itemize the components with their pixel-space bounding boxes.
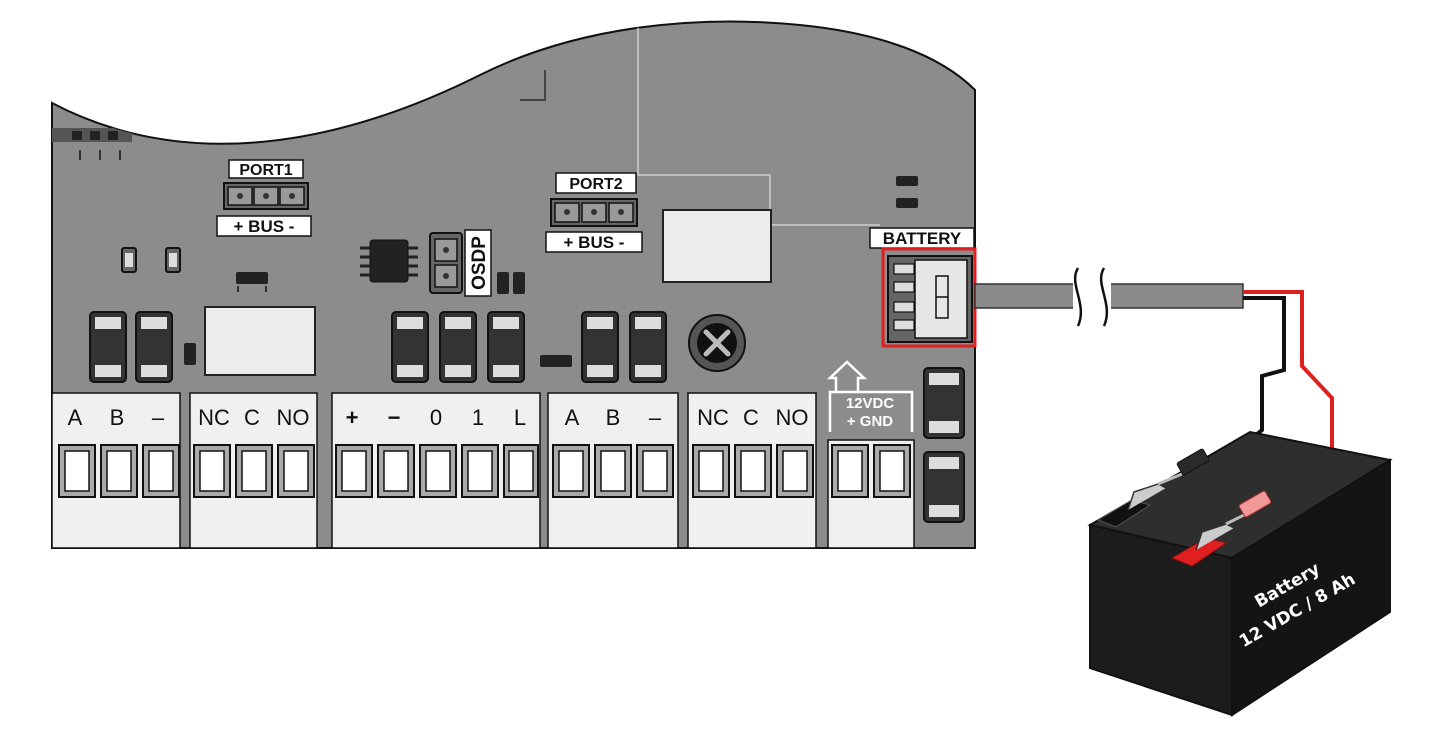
cable-break-icon bbox=[1073, 267, 1109, 327]
terminal-label: C bbox=[244, 405, 260, 430]
terminal-group-2: NC C NO bbox=[189, 392, 318, 549]
port1-bus-label: + BUS - bbox=[234, 217, 295, 236]
port2-label: PORT2 bbox=[569, 176, 622, 193]
red-connector bbox=[1238, 490, 1272, 518]
power-output-label: 12VDC + GND bbox=[826, 360, 914, 432]
terminal-label: NO bbox=[277, 405, 310, 430]
terminal-label: – bbox=[152, 405, 165, 430]
terminal-label: − bbox=[388, 405, 401, 430]
black-connector bbox=[1176, 448, 1210, 476]
vdc-polarity-label: + GND bbox=[847, 413, 893, 430]
osdp-label: OSDP bbox=[469, 236, 490, 290]
terminal-label: 0 bbox=[430, 405, 442, 430]
terminal-group-4: A B – bbox=[547, 392, 679, 549]
battery-12v: Battery 12 VDC / 8 Ah bbox=[1087, 430, 1393, 717]
battery-connector: BATTERY bbox=[869, 227, 977, 348]
terminal-label: NO bbox=[776, 405, 809, 430]
ic-chip bbox=[360, 239, 418, 283]
terminal-blocks: A B – NC C NO bbox=[51, 392, 915, 549]
terminal-group-5: NC C NO bbox=[687, 392, 817, 549]
vdc-label: 12VDC bbox=[846, 395, 895, 412]
battery-header-label: BATTERY bbox=[883, 229, 962, 248]
positive-terminal bbox=[1170, 512, 1247, 567]
terminal-label: C bbox=[743, 405, 759, 430]
terminal-label: A bbox=[565, 405, 580, 430]
terminal-label: – bbox=[649, 405, 662, 430]
terminal-group-3: + − 0 1 L bbox=[331, 392, 541, 549]
port1-label: PORT1 bbox=[239, 162, 292, 179]
diodes bbox=[89, 311, 965, 523]
mounting-screw-icon bbox=[688, 314, 746, 372]
osdp-jumper: OSDP bbox=[429, 229, 492, 297]
controller-board: PORT1 + BUS - PORT2 + BUS - bbox=[51, 20, 977, 549]
terminal-group-1: A B – bbox=[51, 392, 181, 549]
terminal-label: NC bbox=[697, 405, 729, 430]
terminal-label: B bbox=[110, 405, 125, 430]
terminal-label: + bbox=[346, 405, 359, 430]
power-arrow-icon bbox=[826, 360, 868, 392]
port2-bus-label: + BUS - bbox=[564, 233, 625, 252]
terminal-label: NC bbox=[198, 405, 230, 430]
terminal-label: L bbox=[514, 405, 526, 430]
small-components bbox=[121, 176, 918, 376]
header-pins-topleft bbox=[52, 128, 132, 160]
terminal-label: A bbox=[68, 405, 83, 430]
terminal-group-power bbox=[827, 439, 915, 549]
port1-connector: PORT1 + BUS - bbox=[216, 159, 312, 237]
negative-terminal bbox=[1096, 472, 1183, 528]
terminal-label: B bbox=[606, 405, 621, 430]
port2-connector: PORT2 + BUS - bbox=[545, 172, 643, 253]
terminal-label: 1 bbox=[472, 405, 484, 430]
